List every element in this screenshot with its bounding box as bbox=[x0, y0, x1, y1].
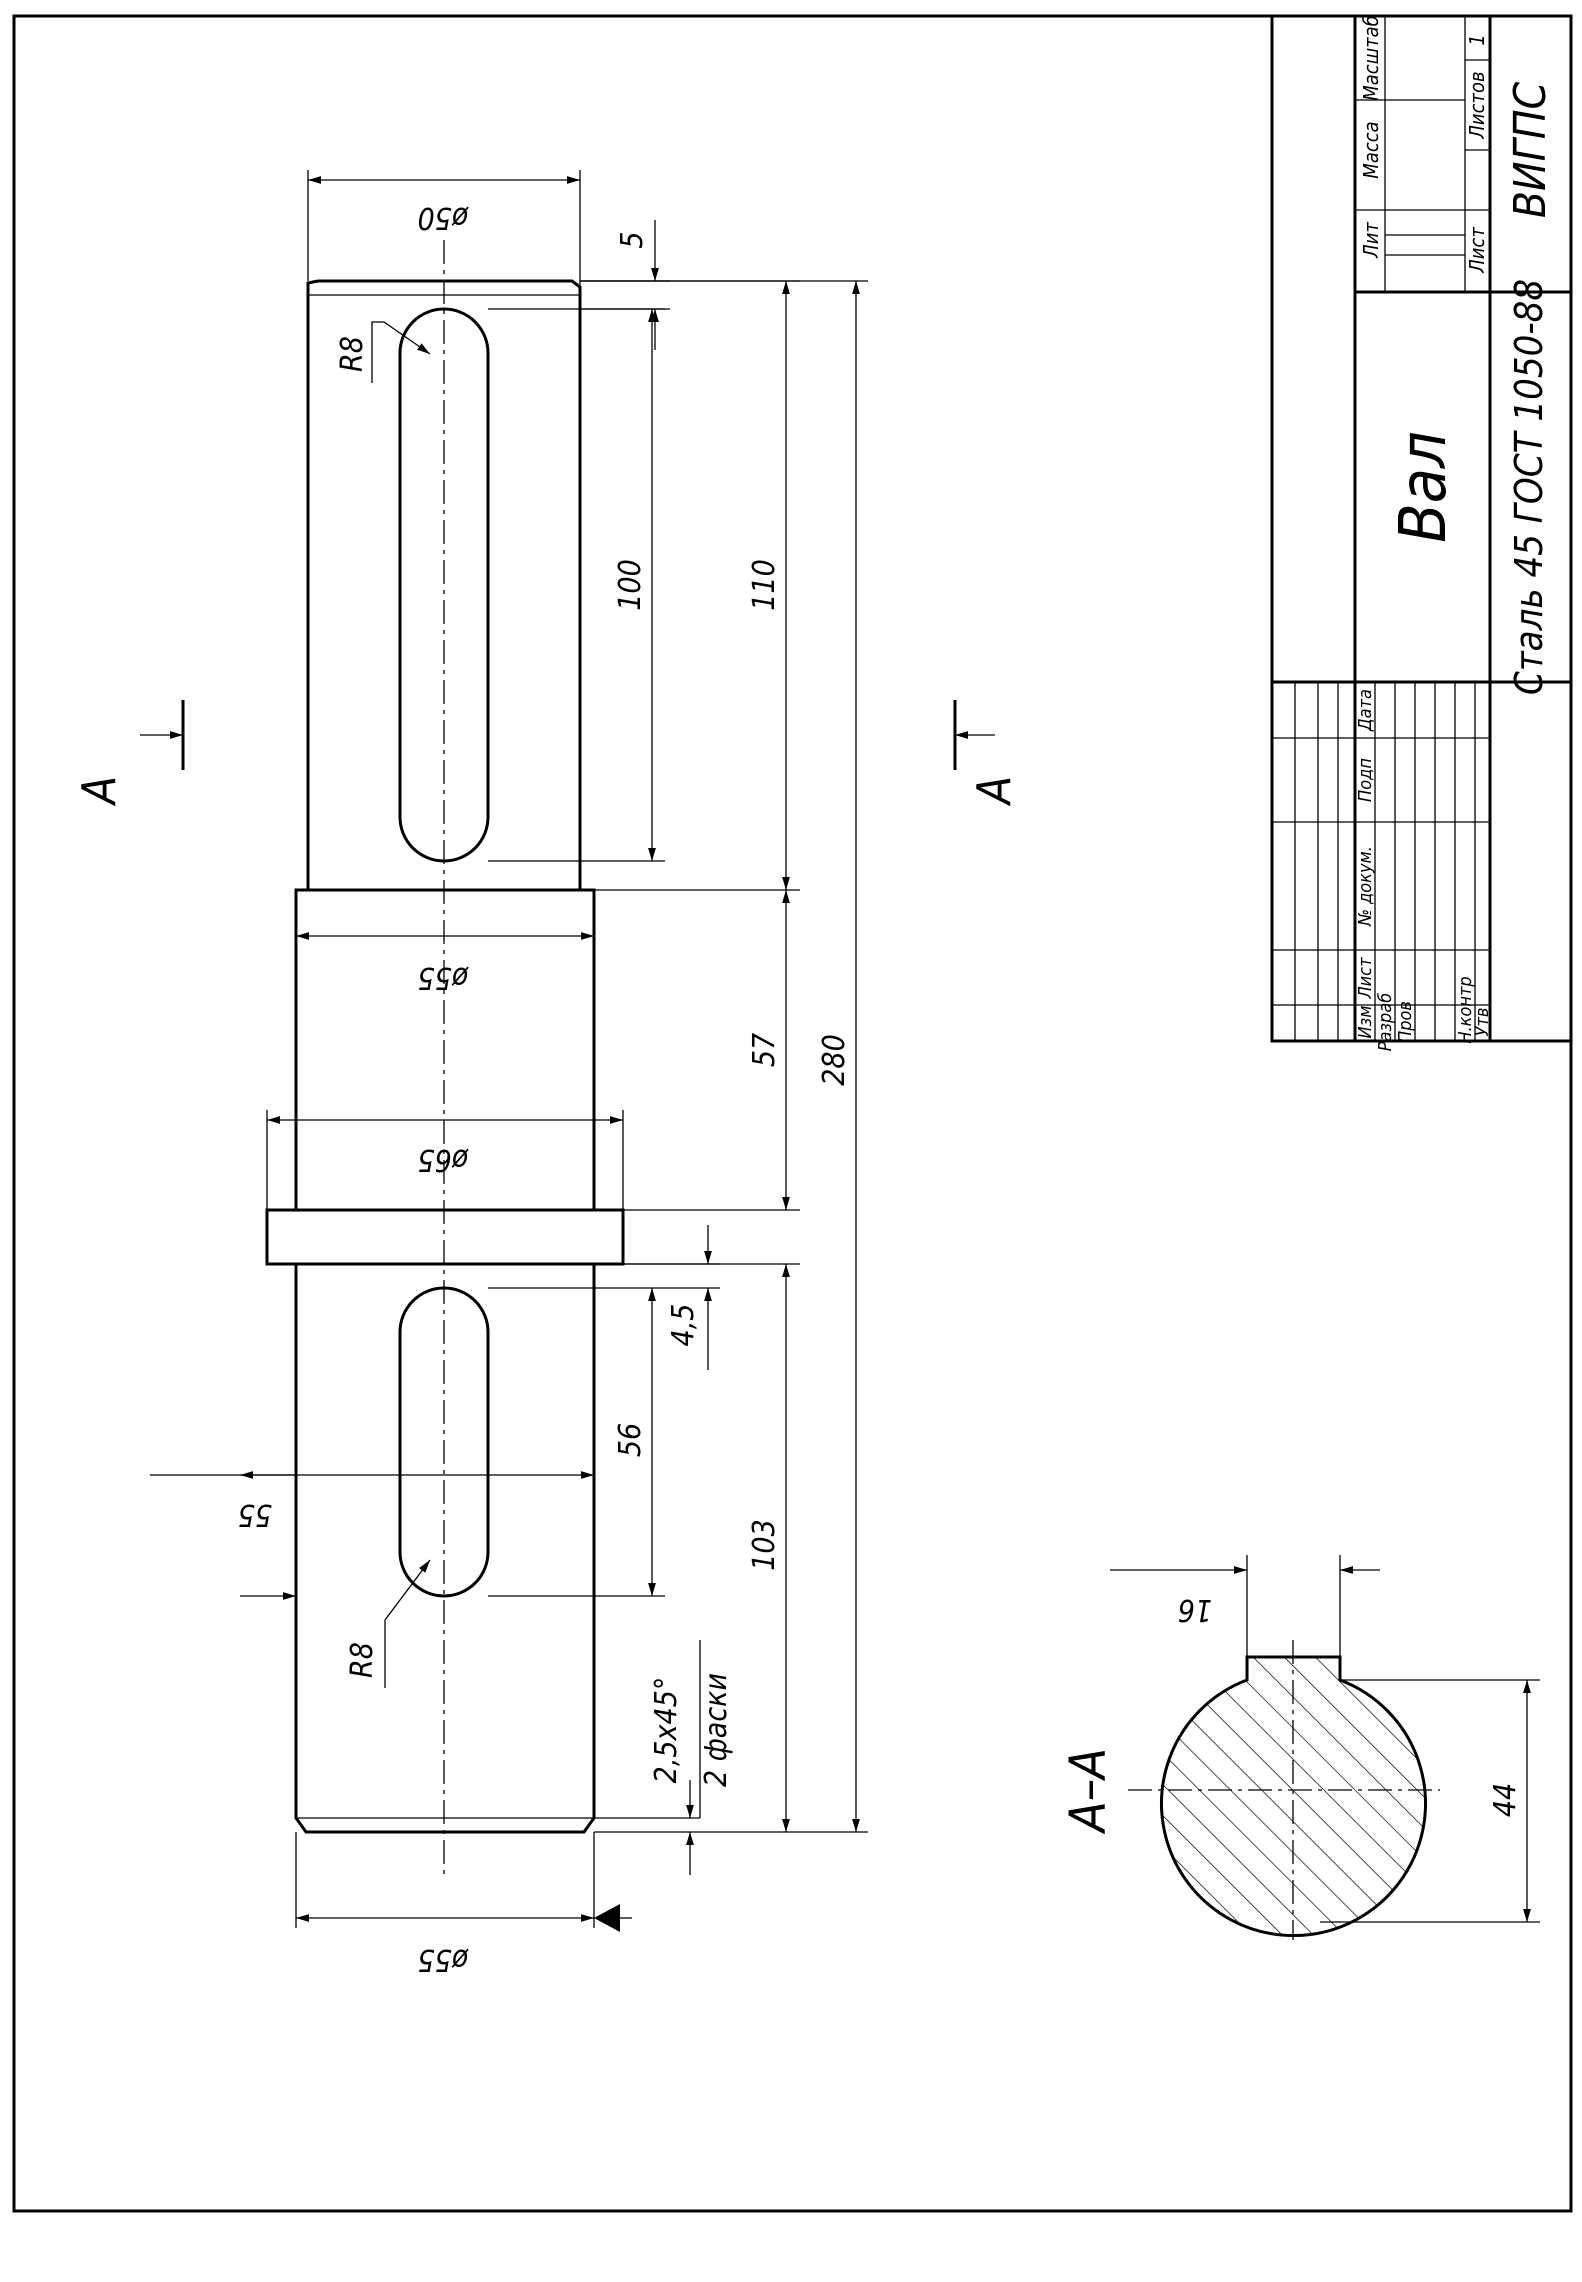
material: Сталь 45 ГОСТ 1050-88 bbox=[1507, 279, 1551, 695]
h-doc: № докум. bbox=[1355, 846, 1376, 927]
dim-r8-bottom: R8 bbox=[345, 1642, 380, 1678]
dim-d50: ø50 bbox=[418, 200, 470, 235]
chamfer-note-1: 2,5x45° bbox=[649, 1677, 684, 1784]
section-mark-left: A bbox=[72, 776, 126, 807]
sheet-label: Лист bbox=[1465, 227, 1489, 274]
section-markers: A A bbox=[72, 700, 1021, 807]
dim-4-5: 4,5 bbox=[666, 1304, 701, 1347]
dim-d55-mid: ø55 bbox=[418, 960, 470, 995]
col-lit: Лит bbox=[1359, 222, 1383, 259]
dim-5: 5 bbox=[615, 231, 650, 248]
shaft-section-d55-lower bbox=[294, 1262, 596, 1834]
section-aa: A–A 16 44 bbox=[1059, 1555, 1540, 1940]
surface-mark bbox=[594, 1904, 620, 1932]
dim-d65: ø65 bbox=[418, 1142, 470, 1177]
col-mass: Масса bbox=[1359, 121, 1383, 178]
r-prov: Пров bbox=[1395, 1001, 1416, 1043]
dim-section-44: 44 bbox=[1488, 1783, 1523, 1817]
dim-110: 110 bbox=[747, 559, 782, 611]
dim-56: 56 bbox=[613, 1423, 648, 1457]
section-mark-right: A bbox=[967, 776, 1021, 807]
dim-280: 280 bbox=[817, 1034, 852, 1086]
r-razrab: Разраб bbox=[1375, 993, 1396, 1052]
h-sign: Подп bbox=[1355, 758, 1376, 802]
section-body-hatched bbox=[1160, 1655, 1427, 1937]
dimensions: ø50 ø55 ø65 55 ø55 5 R8 100 bbox=[150, 170, 868, 1977]
sheets-count: 1 bbox=[1465, 34, 1489, 45]
sheet-frame bbox=[12, 14, 1573, 2213]
part-name: Вал bbox=[1387, 431, 1461, 543]
dim-section-16: 16 bbox=[1178, 1592, 1212, 1627]
h-list: Лист bbox=[1355, 957, 1376, 1000]
dim-103: 103 bbox=[747, 1519, 782, 1571]
dim-d55-bottom: ø55 bbox=[418, 1942, 470, 1977]
r-utv: Утв bbox=[1472, 1008, 1493, 1037]
dim-r8-top: R8 bbox=[335, 336, 370, 372]
dim-57: 57 bbox=[747, 1033, 782, 1067]
dim-100: 100 bbox=[613, 559, 648, 611]
sheets-label: Листов bbox=[1465, 71, 1489, 139]
title-block: Лит Масса Масштаб Лист Листов 1 Вал Стал… bbox=[1270, 14, 1573, 1052]
section-title: A–A bbox=[1059, 1748, 1117, 1835]
h-izm: Изм bbox=[1355, 1006, 1376, 1039]
chamfer-note-2: 2 фаски bbox=[699, 1673, 734, 1787]
shaft-collar-d65 bbox=[265, 1208, 625, 1266]
organization: ВИГПС bbox=[1505, 82, 1556, 219]
shaft-view bbox=[265, 240, 625, 1880]
col-scale: Масштаб bbox=[1359, 15, 1383, 101]
dim-55-left: 55 bbox=[238, 1497, 272, 1532]
r-nkontr: Н.контр bbox=[1455, 976, 1476, 1043]
h-date: Дата bbox=[1355, 689, 1376, 732]
